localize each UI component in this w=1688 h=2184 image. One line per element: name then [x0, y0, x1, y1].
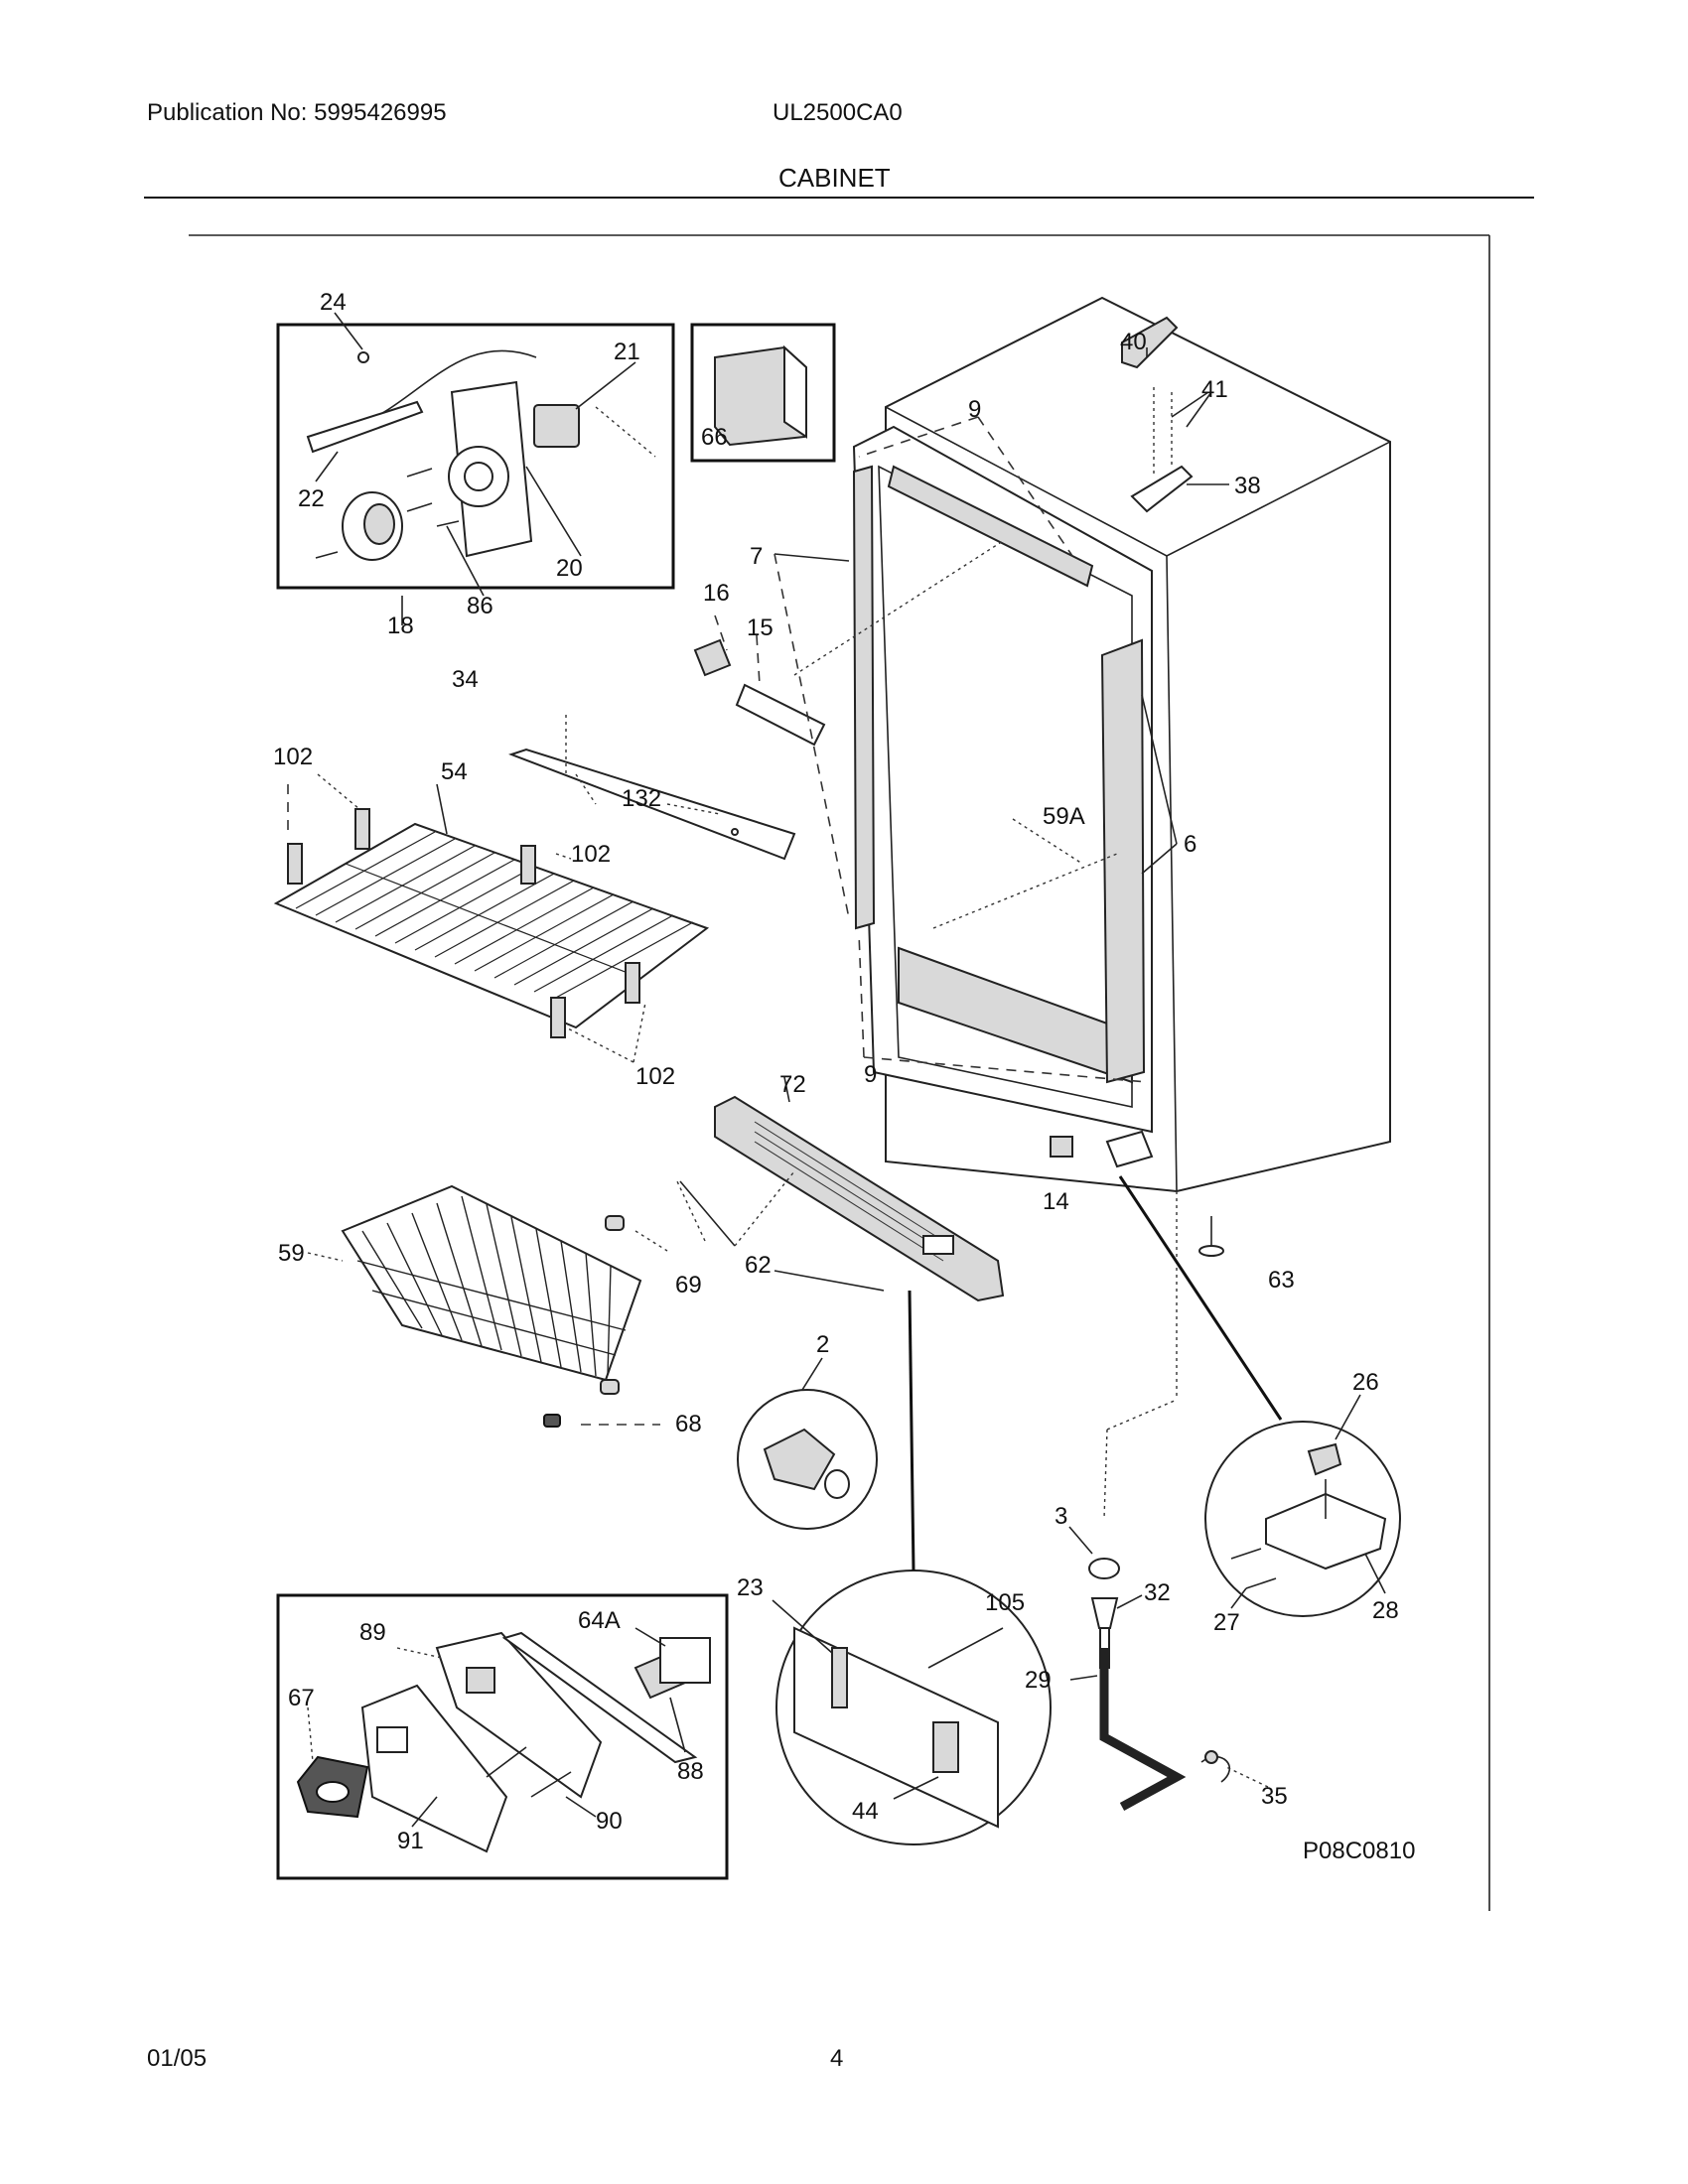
label-20: 20: [556, 555, 583, 582]
label-41: 41: [1201, 376, 1228, 403]
label-72: 72: [779, 1071, 806, 1098]
label-6: 6: [1184, 831, 1196, 858]
label-105: 105: [985, 1589, 1025, 1616]
leveler-assembly: [1068, 1526, 1269, 1811]
detail-bottom-hinge: [1204, 1394, 1401, 1617]
label-23: 23: [737, 1574, 764, 1601]
label-102-top: 102: [273, 744, 313, 770]
detail-drain-fitting: [737, 1357, 878, 1530]
label-9: 9: [968, 396, 981, 423]
label-62: 62: [745, 1252, 772, 1279]
publication-number: Publication No: 5995426995: [147, 99, 447, 126]
callout-labels: 24 21 22 20 18 86 66 40 41 38 9 7 16 15 …: [273, 289, 1415, 1864]
label-14: 14: [1043, 1188, 1069, 1215]
label-63: 63: [1268, 1267, 1295, 1294]
label-132: 132: [622, 785, 661, 812]
control-panel-box: [276, 1593, 729, 1880]
label-66: 66: [701, 424, 728, 451]
footer-date: 01/05: [147, 2045, 208, 2072]
label-59a: 59A: [1043, 803, 1085, 830]
label-34: 34: [452, 666, 479, 693]
label-28: 28: [1372, 1597, 1399, 1624]
label-24: 24: [320, 289, 347, 316]
label-59: 59: [278, 1240, 305, 1267]
label-15: 15: [747, 614, 774, 641]
label-9-bottom: 9: [864, 1061, 877, 1088]
label-88: 88: [677, 1758, 704, 1785]
label-7: 7: [750, 543, 763, 570]
label-26: 26: [1352, 1369, 1379, 1396]
shelf-assembly: [273, 715, 796, 1063]
freezer-cabinet: [693, 296, 1391, 1520]
label-3: 3: [1055, 1503, 1067, 1530]
label-35: 35: [1261, 1783, 1288, 1810]
header-rule: [144, 197, 1534, 199]
model-number: UL2500CA0: [773, 99, 903, 126]
basket: [307, 1184, 668, 1428]
label-40: 40: [1120, 329, 1147, 355]
thermostat-box: [276, 312, 675, 625]
label-27: 27: [1213, 1609, 1240, 1636]
label-38: 38: [1234, 473, 1261, 499]
label-29: 29: [1025, 1667, 1052, 1694]
kickplate: [676, 1076, 1005, 1302]
label-69: 69: [675, 1272, 702, 1298]
label-18: 18: [387, 613, 414, 639]
label-16: 16: [703, 580, 730, 607]
label-90: 90: [596, 1808, 623, 1835]
figure-code: P08C0810: [1303, 1838, 1415, 1864]
detail-light-switch: [772, 1290, 1052, 1845]
label-68: 68: [675, 1411, 702, 1437]
label-102-bottom: 102: [635, 1063, 675, 1090]
label-54: 54: [441, 758, 468, 785]
label-32: 32: [1144, 1579, 1171, 1606]
label-44: 44: [852, 1798, 879, 1825]
label-91: 91: [397, 1828, 424, 1854]
label-2: 2: [816, 1331, 829, 1358]
label-64a: 64A: [578, 1607, 621, 1634]
section-title: CABINET: [778, 163, 891, 193]
label-67: 67: [288, 1685, 315, 1711]
label-21: 21: [614, 339, 640, 365]
label-86: 86: [467, 593, 493, 619]
relay-box: [690, 323, 836, 463]
footer-page-number: 4: [830, 2045, 844, 2072]
label-22: 22: [298, 485, 325, 512]
label-102-mid: 102: [571, 841, 611, 868]
label-89: 89: [359, 1619, 386, 1646]
